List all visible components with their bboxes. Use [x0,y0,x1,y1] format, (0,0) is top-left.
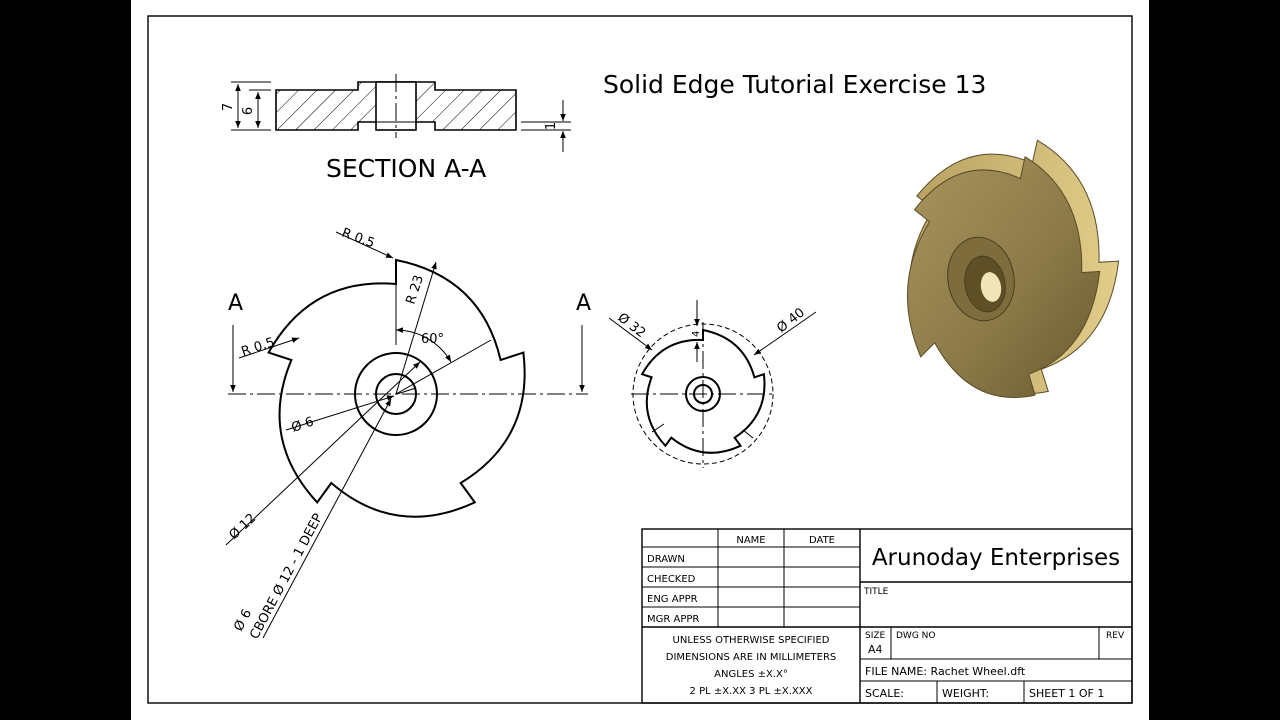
drawing-canvas: Solid Edge Tutorial Exercise 13 7 6 1 SE… [147,15,1133,704]
cut-label-left: A [228,291,243,316]
section-dim-inner: 6 [241,107,256,115]
ratchet-outline [267,258,526,518]
radius-top-dim: R 0.5 [340,226,377,252]
row-mgr-appr: MGR APPR [647,614,699,625]
drawing-title: Solid Edge Tutorial Exercise 13 [603,70,986,99]
tolerance-line-2: DIMENSIONS ARE IN MILLIMETERS [666,652,836,663]
cut-label-right: A [576,291,591,316]
col-date: DATE [809,535,835,546]
counterbore-dim: Ø 12 [226,511,259,543]
section-label: SECTION A-A [326,154,486,183]
size-value: A4 [868,643,883,656]
dwg-no-label: DWG NO [896,631,935,641]
rev-label: REV [1106,631,1125,641]
company-name: Arunoday Enterprises [872,545,1120,571]
scale-label: SCALE: [865,687,904,700]
title-block: NAME DATE DRAWN CHECKED ENG APPR MGR APP… [641,528,1133,704]
small-dim-32: Ø 32 [615,310,649,341]
small-ratchet-outline [640,328,766,454]
sheet-label: SHEET 1 OF 1 [1029,687,1104,700]
row-drawn: DRAWN [647,554,685,565]
file-name: FILE NAME: Rachet Wheel.dft [865,665,1026,678]
callout-line2: CBORE Ø 12 - 1 DEEP [247,511,326,642]
section-view: 7 6 1 SECTION A-A [221,74,571,183]
radius-left-dim: R 0.5 [240,335,277,360]
sheet-border [147,15,1133,704]
isometric-render [906,139,1120,398]
title-label: TITLE [863,587,889,597]
drawing-sheet: Solid Edge Tutorial Exercise 13 7 6 1 SE… [131,0,1149,720]
tolerance-line-4: 2 PL ±X.XX 3 PL ±X.XXX [690,686,813,697]
tolerance-line-3: ANGLES ±X.X° [714,669,788,680]
bore-dim: Ø 6 [290,415,316,436]
col-name: NAME [736,535,765,546]
small-dim-40: Ø 40 [774,305,808,336]
section-dim-overall: 7 [221,103,236,111]
small-dim-tooth: 4 [691,331,702,337]
front-view: A A 60° R 23 R 0.5 R 0.5 Ø 6 Ø 12 Ø 6 CB… [225,226,591,642]
small-view: Ø 32 Ø 40 4 [608,300,817,468]
size-label: SIZE [865,631,886,641]
weight-label: WEIGHT: [942,687,989,700]
angle-dim: 60° [421,332,444,347]
tolerance-line-1: UNLESS OTHERWISE SPECIFIED [673,635,830,646]
radius-outer-dim: R 23 [404,273,427,306]
row-eng-appr: ENG APPR [647,594,698,605]
section-dim-step: 1 [544,122,559,130]
row-checked: CHECKED [647,574,696,585]
